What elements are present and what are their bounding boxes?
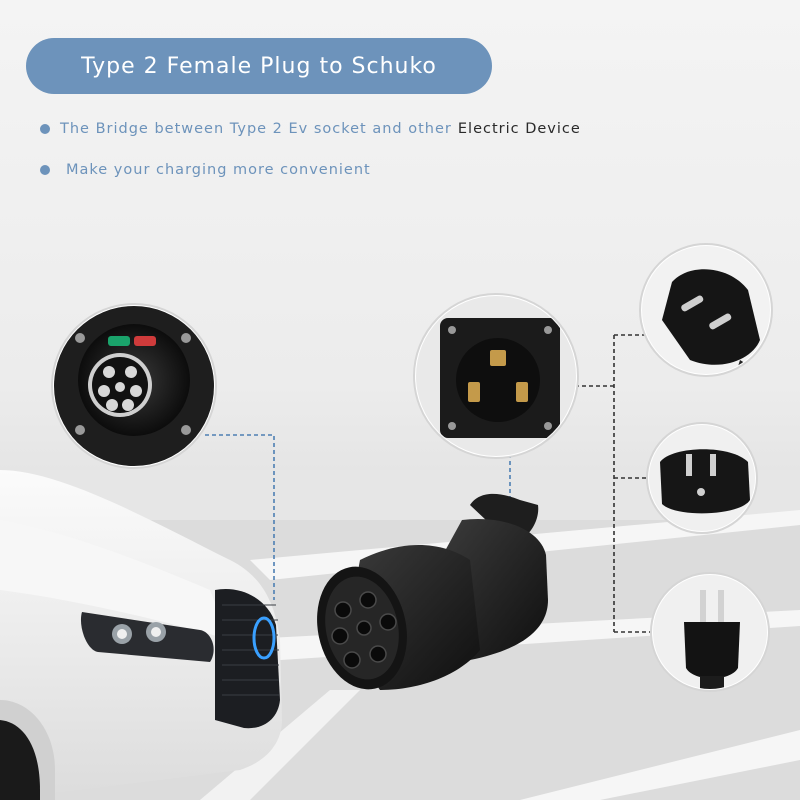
bullet-emphasis: Electric Device bbox=[457, 121, 581, 137]
bullet-dot-icon bbox=[40, 165, 50, 175]
bullet-item: Make your charging more convenient bbox=[40, 162, 371, 178]
bullet-text: Make your charging more convenient bbox=[66, 162, 371, 178]
branch-lines bbox=[575, 334, 655, 633]
car-front-icon bbox=[0, 470, 282, 800]
us-two-pin-plug-icon bbox=[650, 572, 770, 692]
bullet-item: The Bridge between Type 2 Ev socket and … bbox=[40, 121, 581, 137]
bullet-dot-icon bbox=[40, 124, 50, 134]
us-grounded-plug-icon bbox=[646, 422, 758, 534]
title-pill: Type 2 Female Plug to Schuko bbox=[26, 38, 492, 94]
bullet-text: The Bridge between Type 2 Ev socket and … bbox=[60, 121, 452, 137]
parking-line bbox=[200, 690, 360, 800]
type2-adapter-icon bbox=[317, 493, 548, 690]
schuko-plug-icon bbox=[639, 243, 773, 377]
page-title: Type 2 Female Plug to Schuko bbox=[81, 53, 437, 79]
led-ring bbox=[252, 616, 276, 660]
type2-socket-icon bbox=[51, 303, 217, 469]
parking-line bbox=[520, 730, 800, 800]
universal-outlet-icon bbox=[413, 293, 579, 459]
